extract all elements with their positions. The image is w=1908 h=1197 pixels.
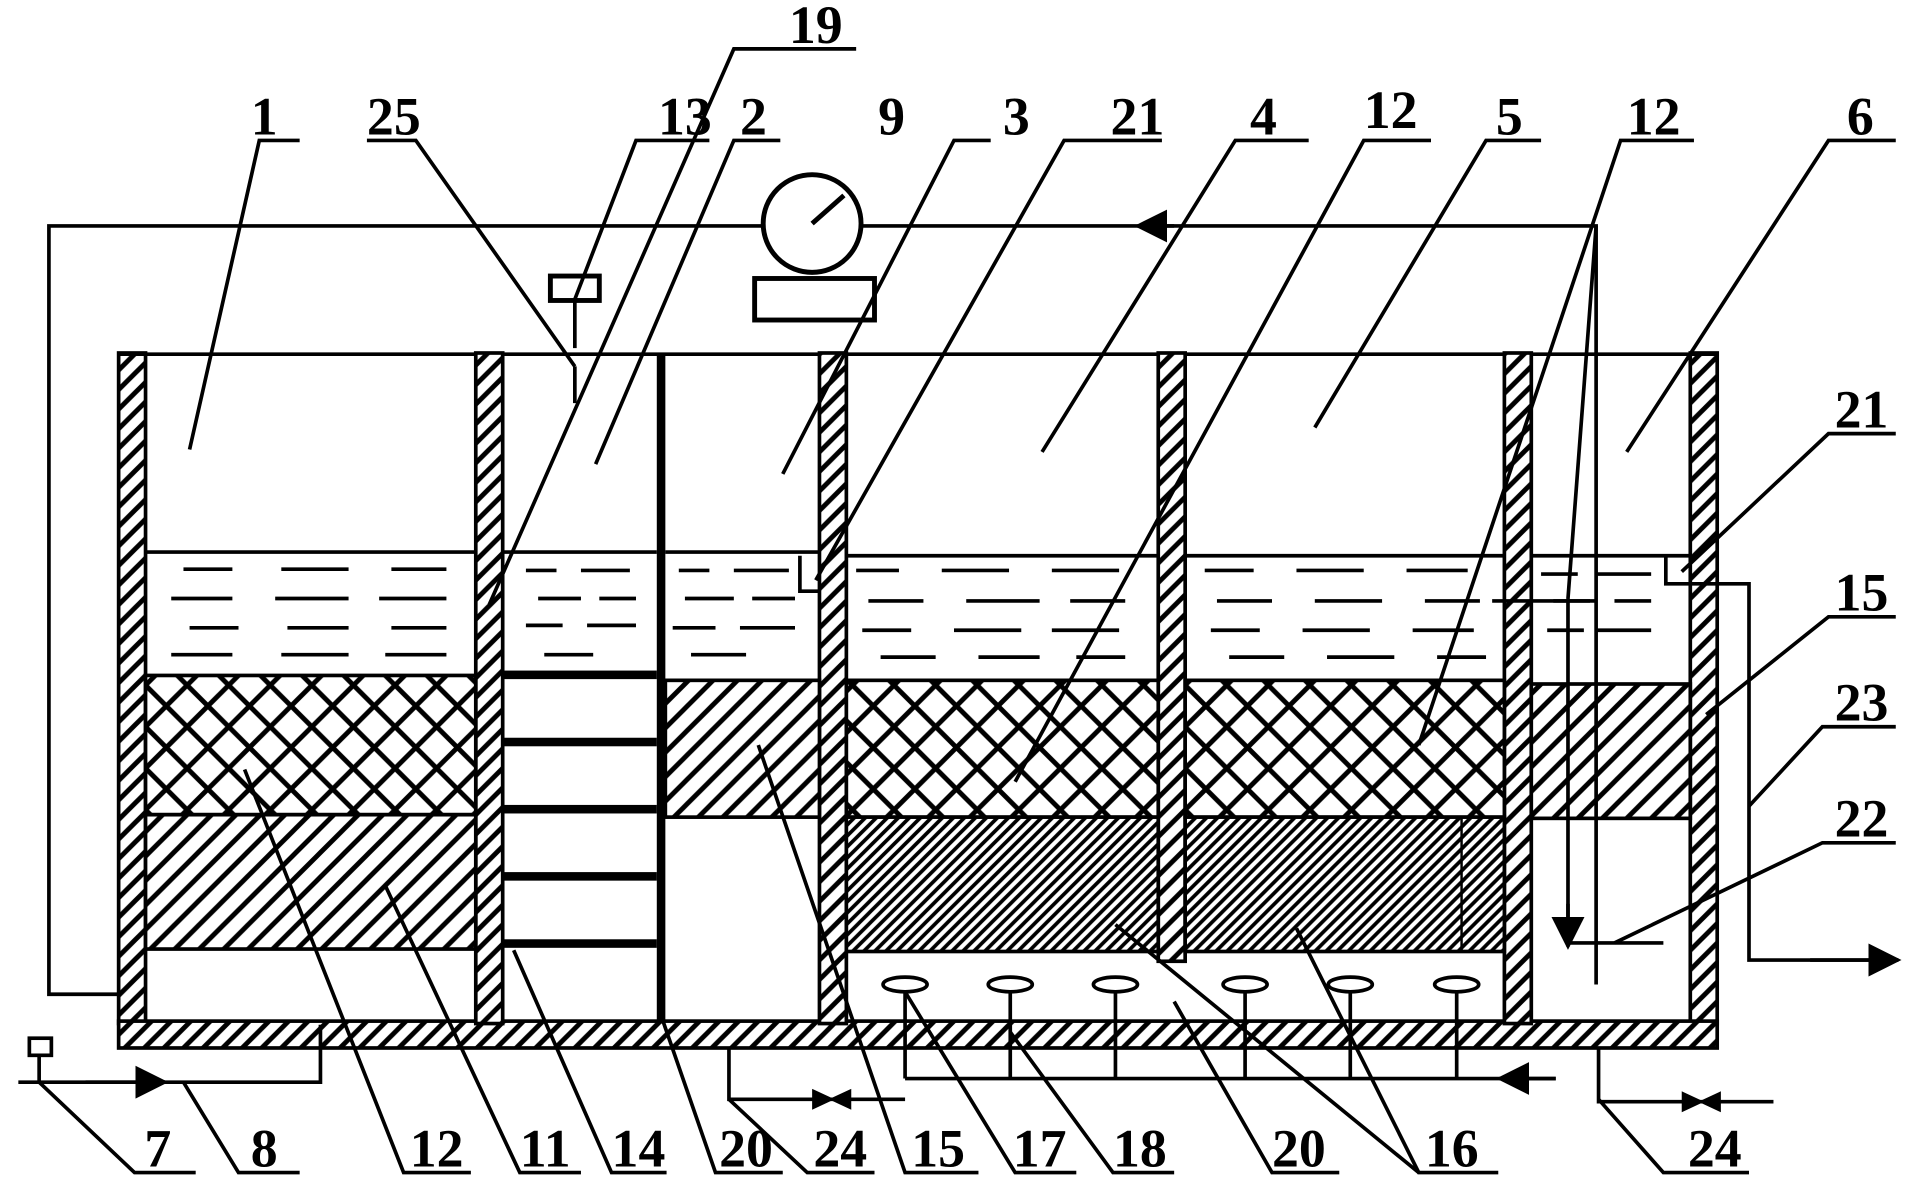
- outlet-pipe: [1663, 555, 1899, 962]
- dense-media-4: [844, 815, 1161, 954]
- label-15-bottom: 15: [911, 1118, 965, 1178]
- tank-floor: [116, 1019, 1720, 1050]
- label-7: 7: [144, 1118, 171, 1178]
- tank-walls: [116, 351, 1720, 1050]
- outer-right-wall: [1688, 351, 1720, 1026]
- sensor-box: [547, 273, 602, 303]
- diffuser: [986, 975, 1035, 994]
- diag-media-3: [663, 678, 822, 819]
- flow-arrows: [85, 209, 1902, 1099]
- valves: [812, 1088, 1721, 1113]
- pipes: [18, 224, 1899, 1104]
- label-8: 8: [251, 1118, 278, 1178]
- label-19: 19: [789, 0, 843, 55]
- diffuser: [1432, 975, 1481, 994]
- outer-left-wall: [116, 351, 148, 1026]
- label-12-bottom: 12: [410, 1118, 464, 1178]
- cross-media-4: [844, 678, 1161, 819]
- valve-right: [1681, 1091, 1721, 1113]
- label-21-top: 21: [1111, 86, 1165, 146]
- diag-media-6: [1529, 682, 1693, 821]
- label-17: 17: [1013, 1118, 1067, 1178]
- label-15-right: 15: [1835, 563, 1889, 623]
- valve-left: [812, 1088, 852, 1110]
- diag-media-1: [143, 812, 478, 951]
- label-4: 4: [1250, 86, 1277, 146]
- label-24-left: 24: [813, 1118, 867, 1178]
- label-1: 1: [251, 86, 278, 146]
- label-12-top: 12: [1364, 80, 1418, 140]
- pump-base: [752, 276, 877, 323]
- media-layers: [143, 673, 1693, 954]
- dense-media-5: [1183, 815, 1507, 954]
- diffuser: [1091, 975, 1140, 994]
- label-6: 6: [1847, 86, 1874, 146]
- label-24-right: 24: [1688, 1118, 1742, 1178]
- diffuser: [881, 975, 929, 994]
- partition-wall-1: [473, 351, 505, 1026]
- cross-media-5: [1183, 678, 1507, 819]
- labels: 1 25 13 19 2 9 3 21 4 12 5 12 6 21 15 23…: [144, 0, 1888, 1178]
- label-20-right: 20: [1272, 1118, 1326, 1178]
- label-11: 11: [520, 1118, 571, 1178]
- label-23: 23: [1835, 673, 1889, 733]
- label-21-right: 21: [1835, 380, 1889, 440]
- label-5: 5: [1496, 86, 1523, 146]
- recirculation-pipe: [47, 224, 1598, 997]
- partition-wall-3: [1156, 351, 1187, 964]
- water-regions: [145, 550, 1691, 558]
- label-9: 9: [878, 86, 905, 146]
- label-3: 3: [1003, 86, 1030, 146]
- diffuser: [1326, 975, 1375, 994]
- water-dashes: [171, 567, 1652, 659]
- label-14: 14: [612, 1118, 666, 1178]
- label-22: 22: [1835, 789, 1889, 849]
- label-12-right: 12: [1627, 86, 1681, 146]
- label-20-left: 20: [719, 1118, 773, 1178]
- label-18: 18: [1113, 1118, 1167, 1178]
- label-2: 2: [740, 86, 767, 146]
- inlet-sensor-box: [27, 1036, 54, 1058]
- cross-media-1: [143, 673, 478, 817]
- label-16: 16: [1425, 1118, 1479, 1178]
- label-13: 13: [658, 86, 712, 146]
- label-25: 25: [367, 86, 421, 146]
- diffuser: [1221, 975, 1269, 994]
- pump: [752, 172, 877, 323]
- leader-lines: [37, 47, 1896, 1175]
- tray-plates: [502, 670, 657, 948]
- baffle-plate-left: [656, 352, 666, 1024]
- partition-wall-2: [817, 351, 849, 1026]
